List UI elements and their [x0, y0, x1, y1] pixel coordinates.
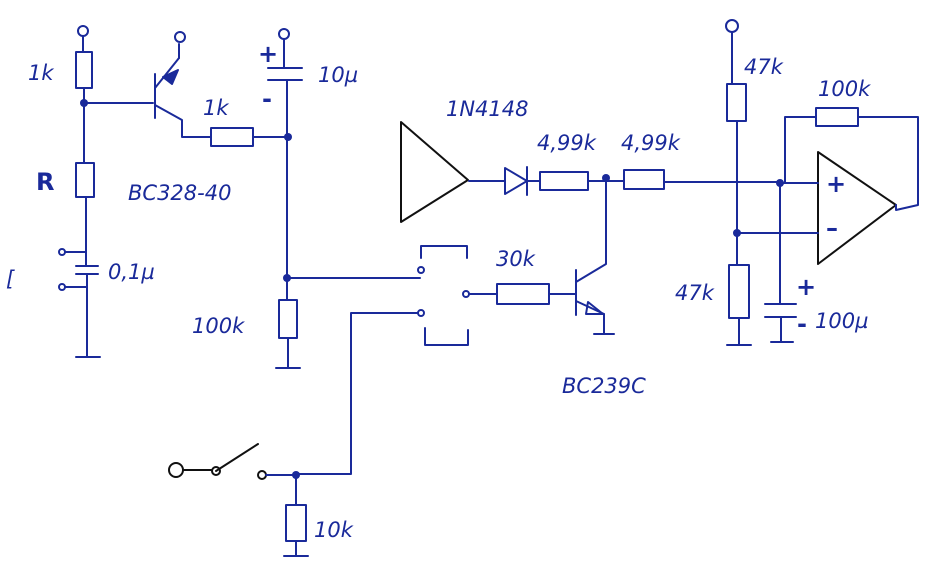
- capacitor-0-1u-label: 0,1µ: [108, 260, 155, 284]
- resistor-30k-label: 30k: [496, 247, 536, 271]
- resistor-47k-top: 47k: [726, 55, 784, 266]
- capacitor-10u-plus: +: [258, 40, 278, 68]
- test-contacts: [: [6, 248, 87, 291]
- opamp: + –: [736, 116, 919, 265]
- resistor-47k-top-label: 47k: [744, 55, 784, 79]
- capacitor-10u-label: 10µ: [318, 63, 358, 87]
- resistor-100k-left-label: 100k: [192, 314, 245, 338]
- diode-1n4148-label: 1N4148: [446, 97, 529, 121]
- pushbutton-switch: [168, 443, 297, 480]
- resistor-47k-bottom: 47k: [675, 264, 752, 346]
- resistor-100k-feedback: 100k: [784, 77, 871, 184]
- resistor-4k99-a-label: 4,99k: [537, 131, 597, 155]
- capacitor-10u: + - 10µ: [258, 28, 358, 301]
- right-supply-terminal: [725, 19, 739, 85]
- diode-1n4148: 1N4148: [446, 97, 541, 196]
- junction-10u: [284, 133, 292, 141]
- resistor-10k: 10k: [283, 474, 354, 557]
- resistor-100k-left: 100k: [192, 299, 301, 369]
- resistor-1k-top: 1k: [28, 51, 93, 89]
- opamp-plus-label: +: [826, 170, 846, 198]
- resistor-1k-top-label: 1k: [28, 61, 54, 85]
- resistor-10k-label: 10k: [314, 518, 354, 542]
- capacitor-100u-minus: -: [797, 310, 807, 338]
- resistor-R-label: R: [36, 168, 54, 196]
- capacitor-0-1u: 0,1µ: [75, 251, 155, 358]
- capacitor-100u-label: 100µ: [815, 309, 868, 333]
- resistor-1k-base: 1k: [203, 96, 289, 147]
- junction-4k99: [602, 174, 610, 182]
- resistor-30k: 30k: [496, 247, 576, 305]
- resistor-4k99-a: 4,99k: [537, 131, 625, 191]
- switch-block: [286, 245, 498, 475]
- bracket-symbol: [: [6, 267, 15, 291]
- resistor-1k-base-label: 1k: [203, 96, 229, 120]
- left-supply-terminal: [77, 25, 89, 53]
- transistor-bc328-label: BC328-40: [128, 181, 231, 205]
- resistor-100k-feedback-label: 100k: [818, 77, 871, 101]
- transistor-bc328: BC328-40: [83, 31, 231, 205]
- resistor-4k99-b: 4,99k: [621, 131, 781, 190]
- opamp-minus-label: –: [826, 214, 838, 242]
- resistor-R: R: [36, 162, 95, 198]
- resistor-4k99-b-label: 4,99k: [621, 131, 681, 155]
- input-buffer-triangle: [400, 121, 506, 223]
- resistor-47k-bottom-label: 47k: [675, 281, 715, 305]
- capacitor-100u: + - 100µ: [764, 182, 868, 343]
- transistor-bc239: BC239C: [562, 177, 646, 398]
- transistor-bc239-label: BC239C: [562, 374, 646, 398]
- capacitor-100u-plus: +: [796, 273, 816, 301]
- capacitor-10u-minus: -: [262, 85, 272, 113]
